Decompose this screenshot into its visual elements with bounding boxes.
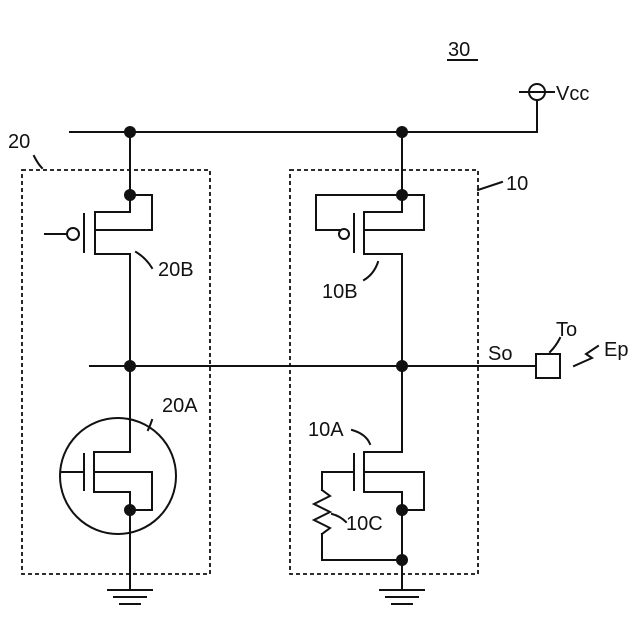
junction-dots (124, 126, 408, 566)
lightning-icon (574, 346, 598, 366)
terminal-to: To (536, 319, 577, 378)
junction-dot (396, 360, 408, 372)
junction-dot (124, 504, 136, 516)
resistor-10c: 10C (314, 472, 402, 560)
junction-dot (396, 126, 408, 138)
circuit-block-20: 20 (8, 131, 210, 574)
junction-dot (396, 554, 408, 566)
signal-ep: Ep (574, 339, 628, 366)
so-label: So (488, 343, 512, 365)
transistor-10a: 10A (308, 419, 424, 510)
transistor-20b: 20B (45, 132, 194, 281)
vcc-label: Vcc (556, 83, 589, 105)
resistor-icon (314, 490, 330, 534)
junction-dot (124, 360, 136, 372)
transistor-10b: 10B (316, 195, 424, 303)
transistor-20a-label: 20A (162, 395, 198, 417)
junction-dot (124, 189, 136, 201)
transistor-10b-label: 10B (322, 281, 358, 303)
transistor-20b-label: 20B (158, 259, 194, 281)
signal-ep-label: Ep (604, 339, 628, 361)
ground-icon-left (108, 590, 152, 604)
gate-bubble-icon (339, 229, 349, 239)
block-10-label: 10 (506, 173, 528, 195)
ground-icon-right (380, 590, 424, 604)
vcc-supply: Vcc (130, 83, 589, 132)
figure-number: 30 (448, 39, 470, 61)
junction-dot (396, 189, 408, 201)
gate-bubble-icon (67, 228, 79, 240)
junction-dot (396, 504, 408, 516)
transistor-10a-label: 10A (308, 419, 344, 441)
block-20-label: 20 (8, 131, 30, 153)
junction-dot (124, 126, 136, 138)
resistor-10c-label: 10C (346, 513, 383, 535)
